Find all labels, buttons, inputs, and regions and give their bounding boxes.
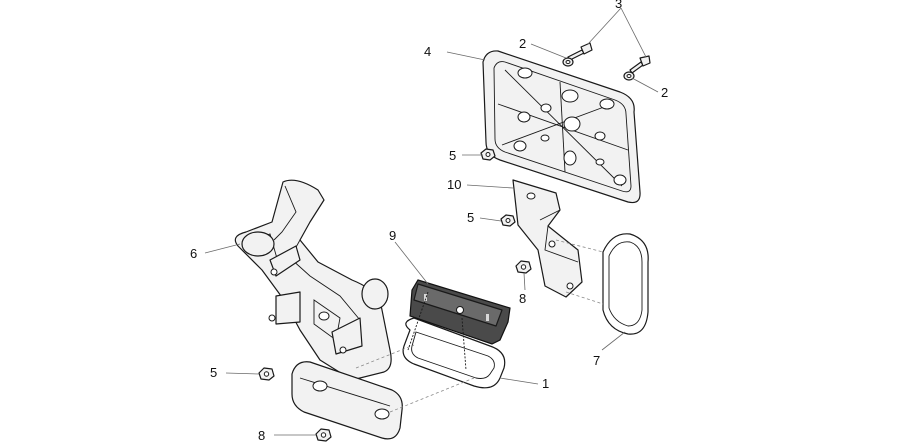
- callout-1: 1: [542, 376, 549, 391]
- washer-left-part: [562, 57, 574, 67]
- callout-5-upper: 5: [449, 148, 456, 163]
- nut-8-bottom-part: [315, 428, 332, 442]
- callout-8-bottom: 8: [258, 428, 265, 443]
- nut-lower-part: [258, 367, 275, 381]
- nut-8-right-part: [515, 260, 532, 274]
- screw-left-part: [567, 42, 593, 61]
- callout-3: 3: [615, 0, 622, 11]
- nut-upper-part: [480, 148, 496, 161]
- led-light-part: [409, 279, 511, 345]
- callout-2-right: 2: [661, 85, 668, 100]
- lens-cover-part: [602, 233, 649, 335]
- washer-right-part: [623, 71, 635, 81]
- mount-bracket-part: [234, 179, 392, 381]
- callout-5-lower: 5: [210, 365, 217, 380]
- callout-6: 6: [190, 246, 197, 261]
- light-bracket-part: [512, 179, 583, 298]
- callout-7: 7: [593, 353, 600, 368]
- plate-frame-part: [482, 50, 641, 204]
- light-stud-right-part: [461, 317, 467, 371]
- callout-2-upper: 2: [519, 36, 526, 51]
- nut-middle-part: [500, 214, 516, 227]
- callout-4: 4: [424, 44, 431, 59]
- callout-10: 10: [447, 177, 461, 192]
- callout-9: 9: [389, 228, 396, 243]
- callout-5-middle: 5: [467, 210, 474, 225]
- screw-right-part: [629, 55, 651, 74]
- mount-foot-plate-part: [291, 361, 403, 440]
- callout-8-right: 8: [519, 291, 526, 306]
